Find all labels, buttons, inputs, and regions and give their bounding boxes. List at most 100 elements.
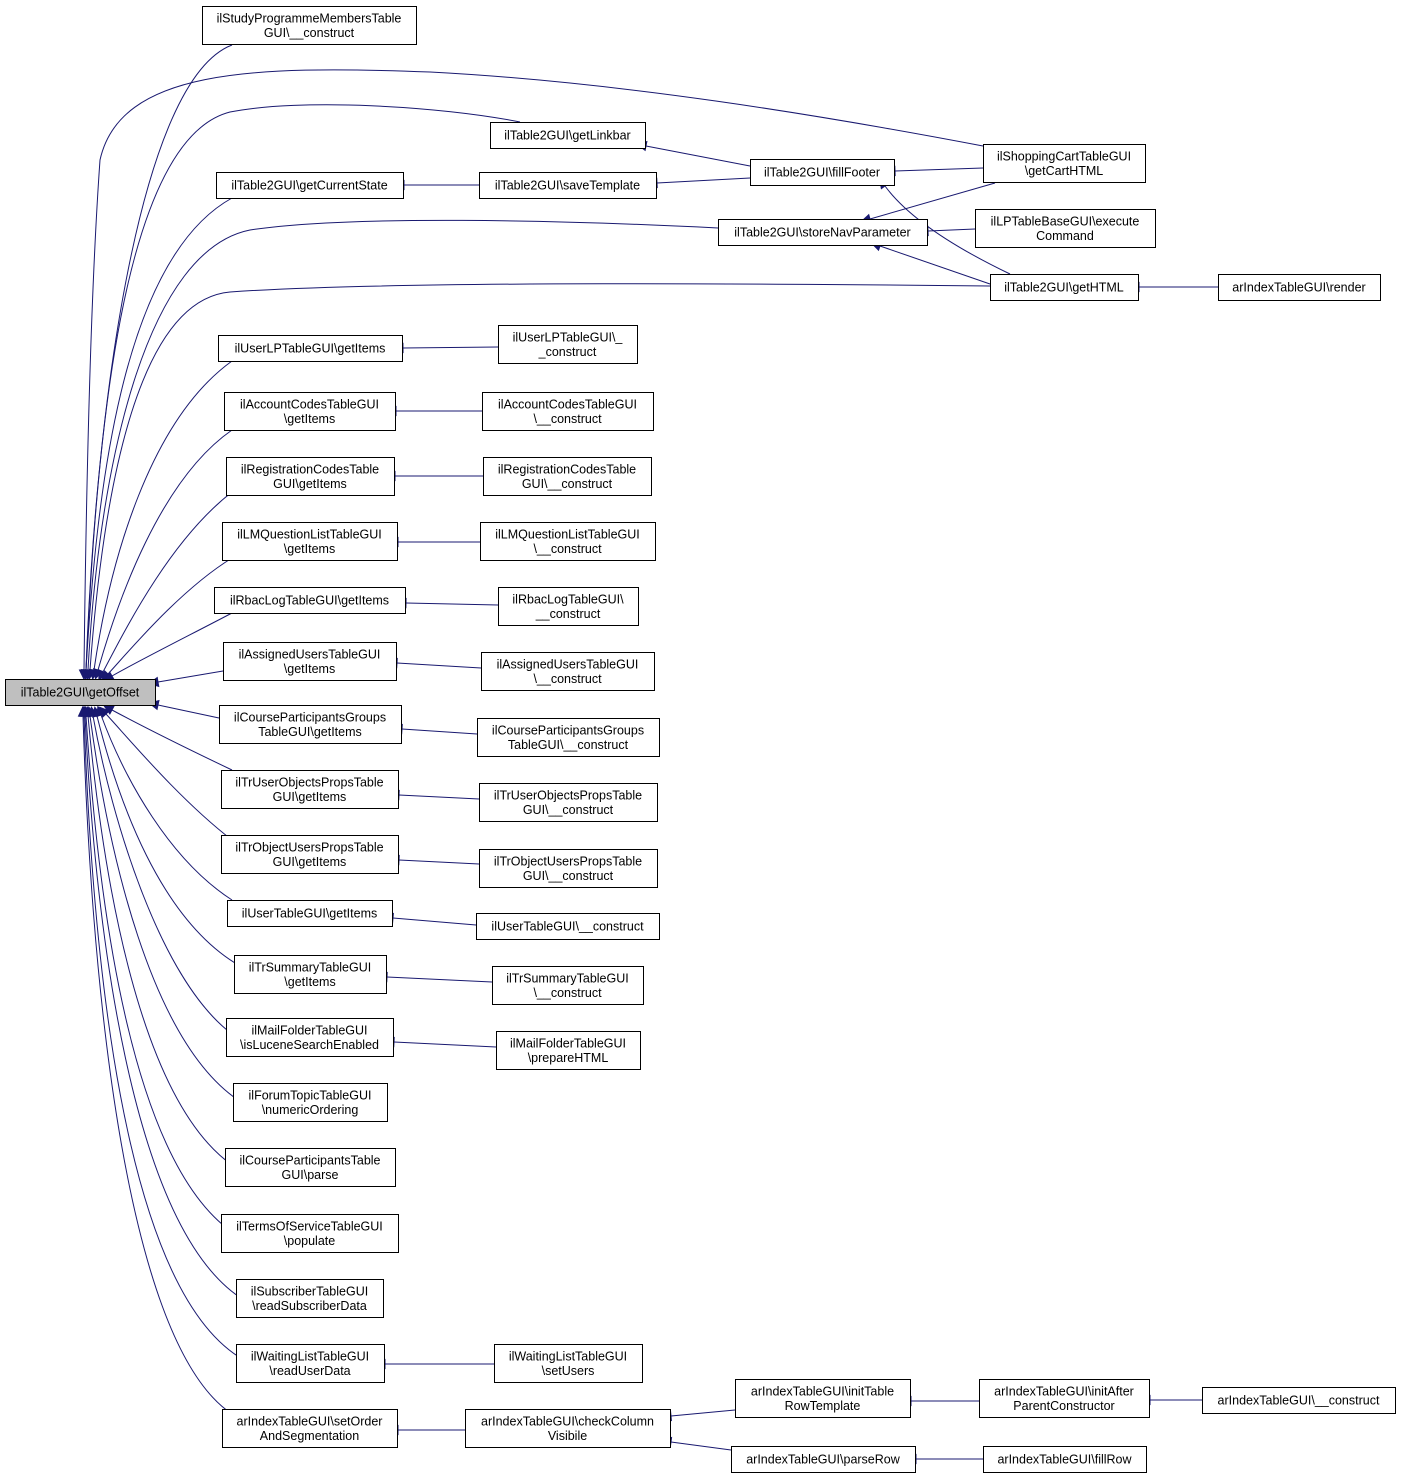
node-n45[interactable]: arIndexTableGUI\__construct (1202, 1387, 1396, 1414)
edge-line (645, 145, 751, 167)
node-label: ilAssignedUsersTableGUI (497, 657, 639, 671)
node-n14[interactable]: ilAccountCodesTableGUI\__construct (482, 392, 654, 431)
edge-line (111, 709, 233, 771)
node-label: \readUserData (269, 1364, 350, 1378)
node-n30[interactable]: ilUserTableGUI\__construct (476, 913, 660, 940)
node-label: GUI\__construct (523, 869, 614, 883)
node-n2[interactable]: ilTable2GUI\getLinkbar (490, 122, 646, 149)
node-label: ilLPTableBaseGUI\execute (991, 214, 1140, 228)
node-label: ilRegistrationCodesTable (498, 462, 636, 476)
node-n23[interactable]: ilCourseParticipantsGroupsTableGUI\getIt… (219, 705, 402, 744)
edge-n28-n27 (388, 854, 480, 866)
node-n10[interactable]: arIndexTableGUI\render (1218, 274, 1381, 301)
node-box (233, 1083, 388, 1122)
node-n35[interactable]: ilForumTopicTableGUI\numericOrdering (233, 1083, 388, 1122)
node-n24[interactable]: ilCourseParticipantsGroupsTableGUI\__con… (477, 718, 660, 757)
node-label: TableGUI\__construct (508, 738, 629, 752)
node-box (221, 835, 399, 874)
node-label: ilStudyProgrammeMembersTable (217, 11, 402, 25)
node-n32[interactable]: ilTrSummaryTableGUI\__construct (492, 966, 644, 1005)
node-label: GUI\__construct (522, 477, 613, 491)
node-n4[interactable]: ilShoppingCartTableGUI\getCartHTML (983, 144, 1146, 183)
node-n21[interactable]: ilAssignedUsersTableGUI\getItems (223, 642, 397, 681)
node-n12[interactable]: ilUserLPTableGUI\__construct (498, 325, 638, 364)
node-n22[interactable]: ilAssignedUsersTableGUI\__construct (481, 652, 655, 691)
node-label: RowTemplate (785, 1399, 861, 1413)
node-n3[interactable]: ilTable2GUI\fillFooter (750, 159, 895, 186)
node-box (494, 1344, 643, 1383)
node-n6[interactable]: ilTable2GUI\saveTemplate (479, 172, 657, 199)
edge-n11-root (88, 360, 233, 681)
node-n11[interactable]: ilUserLPTableGUI\getItems (218, 335, 403, 362)
node-n18[interactable]: ilLMQuestionListTableGUI\__construct (480, 522, 656, 561)
node-label: ilTable2GUI\getHTML (1004, 281, 1124, 295)
edge-line (884, 185, 1011, 275)
node-n1[interactable]: ilStudyProgrammeMembersTableGUI\__constr… (202, 6, 417, 45)
node-n47[interactable]: arIndexTableGUI\fillRow (983, 1446, 1147, 1473)
node-n40[interactable]: ilWaitingListTableGUI\setUsers (494, 1344, 643, 1383)
edge-line (157, 670, 224, 683)
node-label: arIndexTableGUI\setOrder (237, 1414, 383, 1428)
node-label: ilTrSummaryTableGUI (249, 960, 371, 974)
node-n46[interactable]: arIndexTableGUI\parseRow (731, 1446, 916, 1473)
node-n33[interactable]: ilMailFolderTableGUI\isLuceneSearchEnabl… (226, 1018, 394, 1057)
node-box (979, 1379, 1150, 1418)
edge-n27-root (99, 706, 233, 841)
node-n29[interactable]: ilUserTableGUI\getItems (227, 900, 393, 927)
node-n13[interactable]: ilAccountCodesTableGUI\getItems (224, 392, 396, 431)
node-label: \__construct (533, 542, 602, 556)
edge-n44-n43 (900, 1395, 979, 1407)
node-n44[interactable]: arIndexTableGUI\initAfterParentConstruct… (979, 1379, 1150, 1418)
node-label: \getItems (284, 975, 335, 989)
node-label: \getCartHTML (1025, 164, 1104, 178)
node-box (223, 642, 397, 681)
node-box (1218, 274, 1381, 301)
edge-line (396, 662, 482, 669)
node-box (465, 1409, 671, 1448)
node-n20[interactable]: ilRbacLogTableGUI\__construct (498, 587, 639, 626)
node-n31[interactable]: ilTrSummaryTableGUI\getItems (234, 955, 387, 994)
node-box (498, 587, 639, 626)
node-n7[interactable]: ilTable2GUI\storeNavParameter (718, 219, 928, 246)
node-n34[interactable]: ilMailFolderTableGUI\prepareHTML (496, 1031, 641, 1070)
node-n5[interactable]: ilTable2GUI\getCurrentState (216, 172, 404, 199)
node-label: \readSubscriberData (252, 1299, 367, 1313)
arrowhead (77, 705, 89, 717)
node-n39[interactable]: ilWaitingListTableGUI\readUserData (236, 1344, 385, 1383)
node-box (224, 392, 396, 431)
edge-line (85, 104, 521, 671)
node-label: GUI\getItems (273, 855, 347, 869)
node-box (226, 457, 395, 496)
node-label: \populate (284, 1234, 335, 1248)
node-box (226, 1018, 394, 1057)
node-label: ilShoppingCartTableGUI (997, 149, 1131, 163)
node-box (218, 335, 403, 362)
node-label: ilForumTopicTableGUI (249, 1088, 372, 1102)
node-n19[interactable]: ilRbacLogTableGUI\getItems (214, 587, 406, 614)
node-label: ilLMQuestionListTableGUI (237, 527, 382, 541)
node-n17[interactable]: ilLMQuestionListTableGUI\getItems (222, 522, 398, 561)
node-label: ilTrUserObjectsPropsTable (235, 775, 383, 789)
edge-line (83, 69, 984, 671)
edge-n33-root (87, 706, 233, 1035)
edge-n14-n13 (385, 405, 482, 417)
node-n9[interactable]: ilTable2GUI\getHTML (990, 274, 1139, 301)
node-label: ilMailFolderTableGUI (251, 1023, 367, 1037)
node-root[interactable]: ilTable2GUI\getOffset (5, 679, 156, 706)
node-n38[interactable]: ilSubscriberTableGUI\readSubscriberData (236, 1279, 384, 1318)
node-box (227, 900, 393, 927)
node-n37[interactable]: ilTermsOfServiceTableGUI\populate (221, 1214, 399, 1253)
edge-n13-root (93, 429, 233, 680)
edge-line (398, 794, 480, 800)
